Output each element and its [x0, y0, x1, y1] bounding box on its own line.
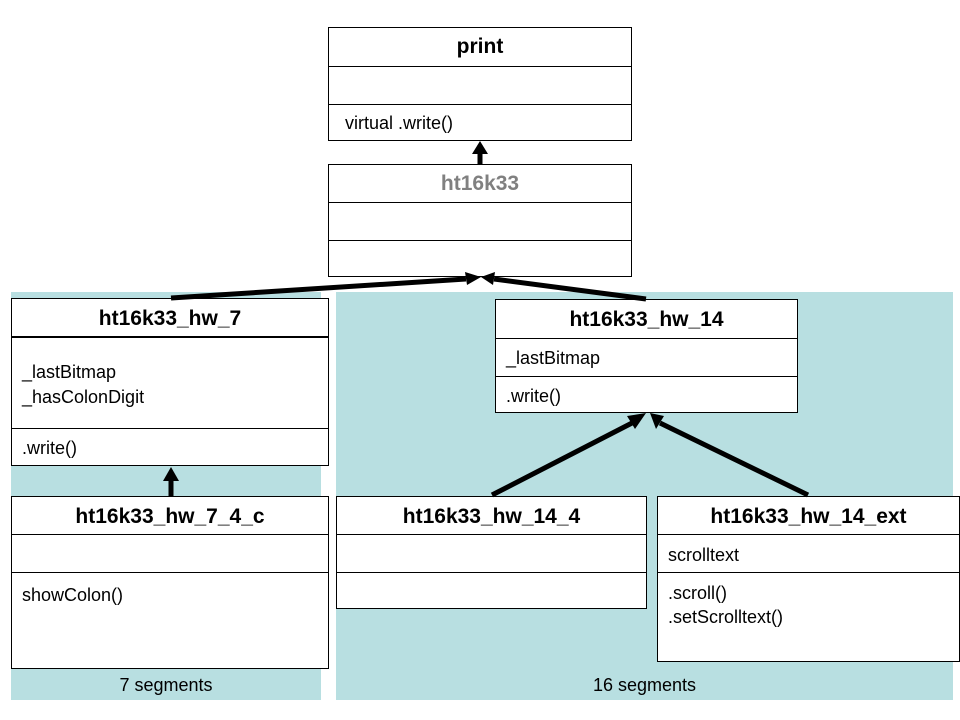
arrowhead-ht16k33-left	[465, 272, 481, 285]
class-ht16k33-hw-14: ht16k33_hw_14 _lastBitmap .write()	[495, 299, 798, 413]
region-label-16-segments: 16 segments	[592, 675, 697, 695]
divider	[496, 338, 797, 339]
arrow-hw144-to-hw14	[490, 420, 634, 498]
class-method: .write()	[22, 438, 77, 458]
class-name: ht16k33_hw_14_ext	[710, 505, 907, 528]
divider	[329, 104, 631, 105]
class-method: virtual .write()	[345, 113, 454, 133]
arrowhead-ht16k33-right	[481, 272, 495, 285]
class-attribute: _lastBitmap	[22, 362, 117, 382]
divider	[12, 572, 328, 573]
class-attribute: _hasColonDigit	[22, 387, 145, 407]
divider	[329, 66, 631, 67]
divider	[12, 336, 328, 338]
class-name: ht16k33_hw_14_4	[402, 505, 581, 528]
arrowhead-print	[472, 141, 488, 154]
divider	[329, 202, 631, 203]
divider	[329, 240, 631, 241]
class-ht16k33-hw-14-4: ht16k33_hw_14_4	[336, 496, 647, 609]
arrow-hw7-to-ht16k33	[170, 276, 467, 301]
class-method: .write()	[506, 386, 561, 406]
class-name: ht16k33	[440, 172, 520, 195]
divider	[337, 572, 646, 573]
class-name: ht16k33_hw_7_4_c	[75, 505, 265, 528]
divider	[658, 534, 959, 535]
class-method: .setScrolltext()	[668, 607, 784, 627]
class-attribute: _lastBitmap	[506, 348, 601, 368]
region-label-7-segments: 7 segments	[119, 675, 213, 695]
arrow-hw14ext-to-hw14	[658, 420, 810, 498]
class-ht16k33-hw-14-ext: ht16k33_hw_14_ext scrolltext .scroll() .…	[657, 496, 960, 662]
class-name: ht16k33_hw_14	[569, 308, 724, 331]
divider	[12, 428, 328, 429]
class-ht16k33-hw-7: ht16k33_hw_7 _lastBitmap _hasColonDigit …	[11, 298, 329, 466]
arrowhead-hw7	[163, 467, 179, 481]
arrow-hw14-to-ht16k33	[493, 276, 647, 302]
class-ht16k33-hw-7-4-c: ht16k33_hw_7_4_c showColon()	[11, 496, 329, 669]
arrowhead-hw14-left	[627, 413, 646, 429]
class-name: ht16k33_hw_7	[98, 307, 242, 330]
divider	[496, 376, 797, 377]
class-ht16k33: ht16k33	[328, 164, 632, 277]
divider	[658, 572, 959, 573]
divider	[337, 534, 646, 535]
class-attribute: scrolltext	[668, 545, 740, 565]
class-method: .scroll()	[668, 583, 727, 603]
class-name: print	[456, 35, 504, 58]
divider	[12, 534, 328, 535]
arrowhead-hw14-right	[650, 413, 664, 429]
class-print: print virtual .write()	[328, 27, 632, 141]
class-method: showColon()	[22, 585, 124, 605]
